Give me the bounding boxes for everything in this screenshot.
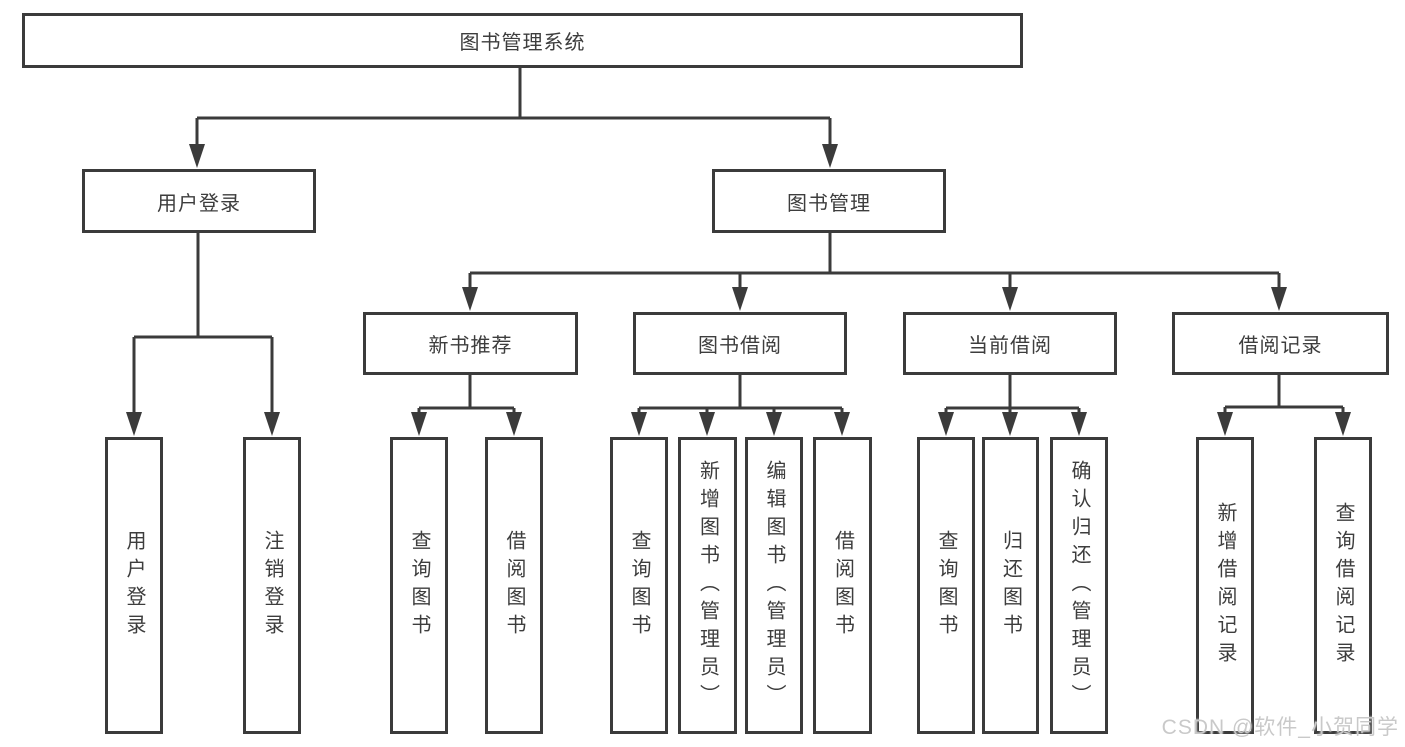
node-label: 新书推荐: [428, 335, 513, 357]
leaf-user-login: 用户登录: [105, 437, 163, 734]
node-current-borrow: 当前借阅: [903, 312, 1117, 375]
node-label: 图书管理系统: [459, 32, 586, 54]
arrowheads: [126, 144, 1351, 436]
edges-new-book-recommend: [417, 375, 516, 414]
node-label: 用户登录: [157, 192, 241, 215]
node-book-management: 图书管理: [712, 169, 946, 233]
node-book-borrow: 图书借阅: [633, 312, 847, 375]
node-new-book-recommend: 新书推荐: [363, 312, 578, 375]
leaf-logout: 注销登录: [243, 437, 301, 734]
leaf-add-books-admin: 新增图书（管理员）: [678, 437, 737, 734]
node-label: 当前借阅: [968, 335, 1052, 357]
node-label: 查询图书: [408, 529, 430, 642]
node-label: 图书借阅: [698, 335, 782, 357]
leaf-return-books: 归还图书: [982, 437, 1039, 734]
node-label: 用户登录: [123, 529, 145, 642]
node-label: 注销登录: [261, 529, 283, 642]
leaf-confirm-return-admin: 确认归还（管理员）: [1050, 437, 1108, 734]
node-label: 新增借阅记录: [1214, 501, 1236, 670]
node-label: 借阅图书: [503, 529, 525, 642]
node-label: 查询借阅记录: [1332, 501, 1354, 670]
edges-user-login: [132, 233, 274, 414]
leaf-query-books-borrow: 查询图书: [610, 437, 668, 734]
edges-book-management: [468, 233, 1281, 289]
leaf-edit-books-admin: 编辑图书（管理员）: [745, 437, 803, 734]
node-label: 查询图书: [935, 529, 957, 642]
node-library-management-system: 图书管理系统: [22, 13, 1023, 68]
node-label: 归还图书: [999, 529, 1022, 642]
node-user-login: 用户登录: [82, 169, 316, 233]
edges-current-borrow: [944, 375, 1081, 414]
edges-book-borrow: [637, 375, 844, 414]
node-label: 确认归还（管理员）: [1068, 459, 1090, 712]
leaf-borrow-books: 借阅图书: [813, 437, 872, 734]
node-label: 借阅图书: [831, 529, 854, 642]
node-label: 编辑图书（管理员）: [763, 459, 785, 712]
node-label: 查询图书: [628, 529, 650, 642]
node-label: 新增图书（管理员）: [696, 459, 719, 712]
node-label: 借阅记录: [1238, 335, 1323, 357]
node-borrow-records: 借阅记录: [1172, 312, 1389, 375]
leaf-borrow-books-recommend: 借阅图书: [485, 437, 543, 734]
node-label: 图书管理: [787, 192, 871, 215]
leaf-query-books-recommend: 查询图书: [390, 437, 448, 734]
edges-borrow-records: [1223, 375, 1345, 414]
leaf-add-borrow-record: 新增借阅记录: [1196, 437, 1254, 734]
leaf-query-books-current: 查询图书: [917, 437, 975, 734]
edges-root: [195, 68, 832, 146]
leaf-query-borrow-record: 查询借阅记录: [1314, 437, 1372, 734]
